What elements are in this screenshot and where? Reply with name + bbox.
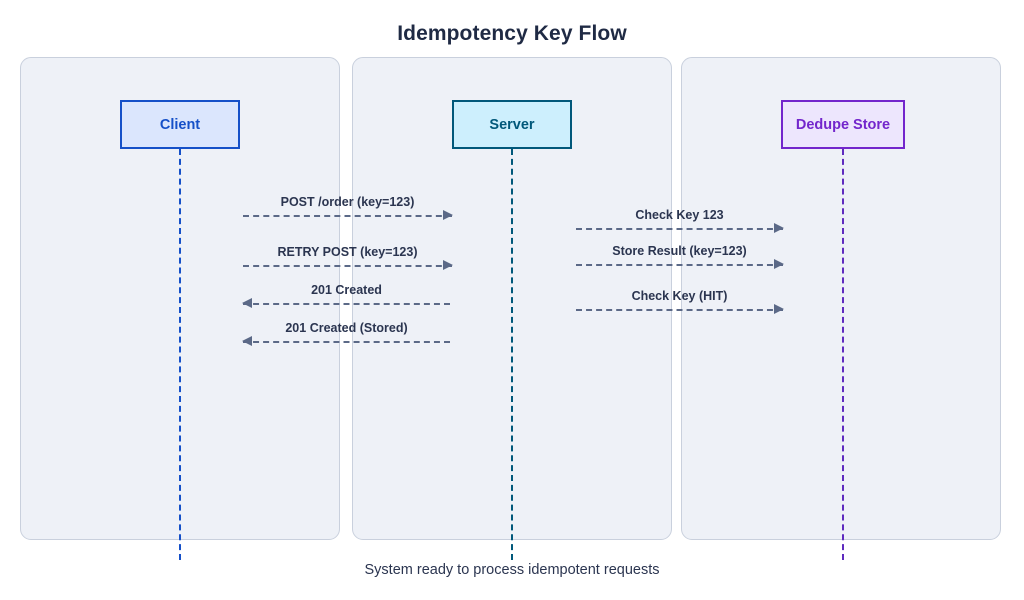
participant-label-server: Server [489,116,535,133]
diagram-caption: System ready to process idempotent reque… [364,562,660,578]
arrowhead-left-icon [242,336,252,346]
message-line [576,264,783,266]
arrowhead-right-icon [443,210,453,220]
participant-label-client: Client [159,116,201,133]
message-label-201-created-stored: 201 Created (Stored) [285,321,408,335]
arrowhead-right-icon [443,260,453,270]
message-label-201-created: 201 Created [311,283,382,297]
message-line [243,303,450,305]
message-line [243,341,450,343]
message-label-check-key: Check Key 123 [635,208,724,222]
arrowhead-left-icon [242,298,252,308]
participant-label-dedupe: Dedupe Store [795,116,891,133]
message-label-post-order: POST /order (key=123) [280,195,415,209]
message-label-retry-post: RETRY POST (key=123) [277,245,418,259]
arrowhead-right-icon [774,304,784,314]
lifeline-client [179,149,181,560]
message-label-store-result: Store Result (key=123) [612,244,747,258]
page-title: Idempotency Key Flow [397,22,627,45]
participant-box-client[interactable]: Client [120,100,240,149]
participant-box-server[interactable]: Server [452,100,572,149]
lifeline-server [511,149,513,560]
participant-box-dedupe[interactable]: Dedupe Store [781,100,905,149]
arrowhead-right-icon [774,223,784,233]
lifeline-dedupe [842,149,844,560]
message-line [576,309,783,311]
arrowhead-right-icon [774,259,784,269]
message-label-check-key-hit: Check Key (HIT) [631,289,728,303]
message-line [576,228,783,230]
message-line [243,215,452,217]
message-line [243,265,452,267]
